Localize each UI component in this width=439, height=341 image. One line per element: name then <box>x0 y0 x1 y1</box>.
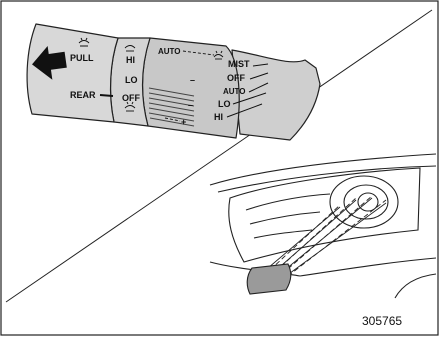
rear-dash <box>100 95 113 96</box>
pull-label: PULL <box>70 53 94 63</box>
minus-sign-top: – <box>190 75 195 85</box>
rear-hi-label: HI <box>126 55 135 65</box>
minus-sign-bottom: – <box>188 100 193 110</box>
front-hi-label: HI <box>214 112 223 122</box>
headlight-washer-nozzle <box>247 264 291 294</box>
front-lo-label: LO <box>218 99 231 109</box>
mist-label: MIST <box>228 59 250 69</box>
figure-id: 305765 <box>362 314 402 328</box>
front-off-label: OFF <box>227 73 245 83</box>
rear-off-label: OFF <box>122 93 140 103</box>
front-auto-label: AUTO <box>223 87 246 96</box>
plus-sign: + <box>181 117 186 127</box>
rear-label: REAR <box>70 90 96 100</box>
auto-label: AUTO <box>158 47 181 56</box>
lever-tip <box>27 24 118 122</box>
rear-lo-label: LO <box>125 75 138 85</box>
